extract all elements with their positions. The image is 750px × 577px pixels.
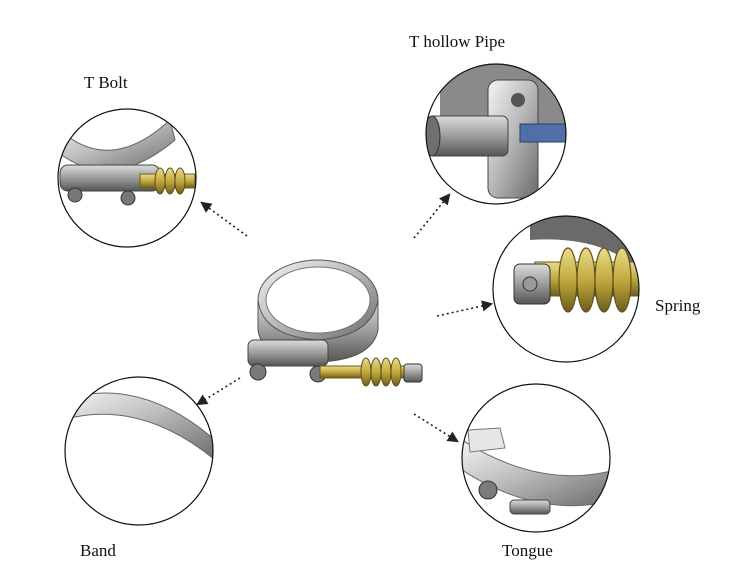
spring-detail-circle bbox=[492, 215, 640, 363]
t-hollow-pipe-detail-circle bbox=[425, 63, 567, 205]
label-tongue: Tongue bbox=[502, 541, 553, 560]
label-t-bolt: T Bolt bbox=[84, 73, 128, 92]
arrow-band bbox=[196, 377, 241, 406]
arrow-t-bolt bbox=[200, 201, 248, 237]
center-clamp-image bbox=[247, 259, 423, 387]
callout-arrows bbox=[196, 193, 494, 443]
label-spring: Spring bbox=[655, 296, 701, 315]
t-bolt-detail-circle bbox=[57, 108, 197, 248]
label-band: Band bbox=[80, 541, 116, 560]
arrow-spring bbox=[436, 300, 494, 317]
tongue-detail-circle bbox=[461, 383, 611, 533]
band-detail-circle bbox=[64, 376, 214, 526]
arrow-t-hollow-pipe bbox=[413, 193, 451, 239]
label-t-hollow-pipe: T hollow Pipe bbox=[409, 32, 506, 51]
arrow-tongue bbox=[413, 413, 459, 443]
